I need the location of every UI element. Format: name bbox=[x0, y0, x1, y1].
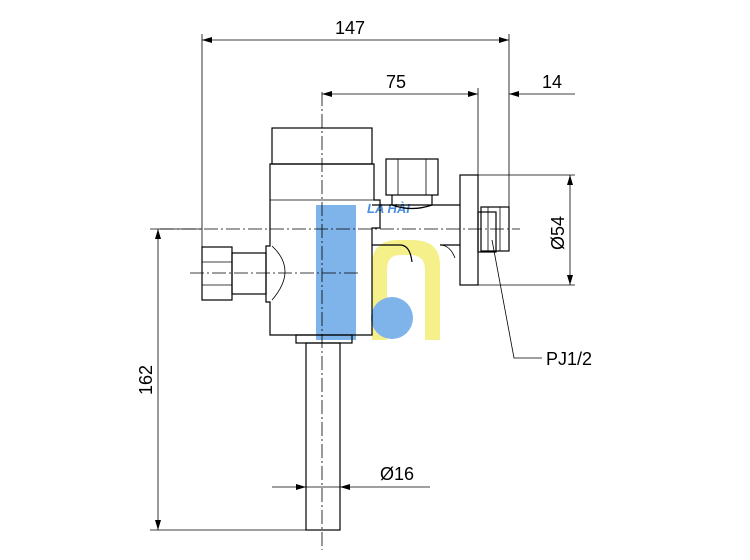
thread-leader-line bbox=[491, 239, 542, 359]
thread-label: PJ1/2 bbox=[546, 349, 592, 369]
dimension-lines: 147 75 14 Ø54 162 Ø16 PJ1/2 bbox=[136, 18, 592, 531]
dim-54-label: Ø54 bbox=[548, 216, 568, 250]
dim-162-arrow-top bbox=[155, 229, 161, 239]
left-inlet-nut bbox=[201, 246, 267, 301]
left-nut-inner bbox=[231, 252, 267, 295]
outlet-pipe bbox=[295, 334, 353, 531]
dim-16-label: Ø16 bbox=[380, 464, 414, 484]
dim-75-label: 75 bbox=[386, 72, 406, 92]
wall-flange bbox=[459, 174, 510, 286]
dim-14-label: 14 bbox=[542, 72, 562, 92]
dim-75-arrow-left bbox=[322, 91, 332, 97]
dim-14-arrow bbox=[509, 91, 519, 97]
pipe-tube bbox=[305, 342, 341, 531]
thread-nipple bbox=[480, 206, 510, 252]
watermark-logo: LA HÀI bbox=[316, 201, 440, 340]
dim-147-label: 147 bbox=[335, 18, 365, 38]
housing-inner-curve bbox=[271, 245, 286, 301]
watermark-blue-dot bbox=[371, 297, 413, 339]
flange-plate bbox=[459, 174, 479, 286]
dim-147-arrow-right bbox=[499, 37, 509, 43]
dim-16-arrow-left bbox=[296, 484, 306, 490]
top-nut-body bbox=[385, 158, 439, 196]
dim-54-arrow-bottom bbox=[567, 275, 573, 285]
arm-lower-curve bbox=[439, 244, 456, 259]
left-nut-outer bbox=[201, 246, 233, 301]
dim-54-arrow-top bbox=[567, 175, 573, 185]
flange-hub bbox=[477, 211, 497, 253]
dim-162-label: 162 bbox=[136, 365, 156, 395]
valve-body bbox=[265, 127, 381, 336]
watermark-blue-bar bbox=[316, 205, 356, 340]
dim-16-arrow-right bbox=[340, 484, 350, 490]
dim-147-arrow-left bbox=[202, 37, 212, 43]
dim-162-arrow-bottom bbox=[155, 520, 161, 530]
connecting-arm bbox=[372, 204, 460, 263]
dim-75-arrow-right bbox=[468, 91, 478, 97]
